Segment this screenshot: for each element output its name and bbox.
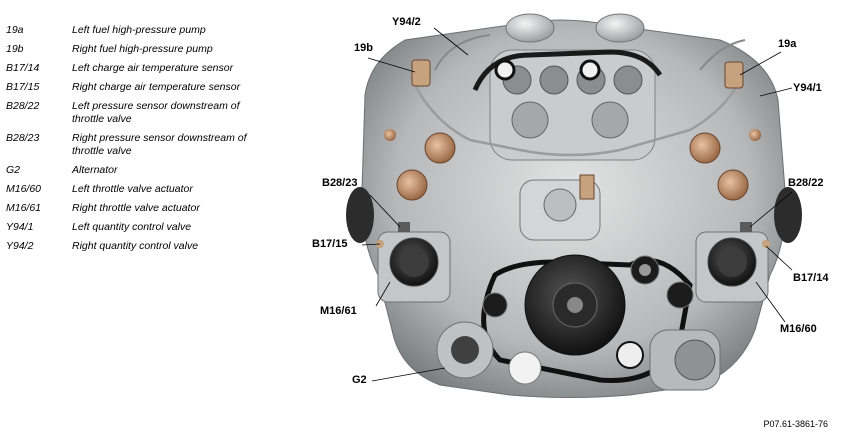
legend-desc: Left throttle valve actuator: [72, 183, 193, 195]
legend-desc: Left charge air temperature sensor: [72, 62, 234, 74]
legend-desc: Left quantity control valve: [72, 221, 192, 233]
callout-g2: G2: [352, 374, 367, 386]
callout-b17-14: B17/14: [793, 272, 829, 284]
legend-code: Y94/1: [6, 221, 34, 233]
callout-y94-2: Y94/2: [392, 16, 421, 28]
legend-desc: Right fuel high-pressure pump: [72, 43, 213, 55]
legend-row: Y94/2 Right quantity control valve: [6, 240, 306, 253]
legend: 19a Left fuel high-pressure pump 19b Rig…: [6, 24, 306, 259]
legend-row: B17/15 Right charge air temperature sens…: [6, 81, 306, 94]
legend-row: G2 Alternator: [6, 164, 306, 177]
engine-figure: Y94/2 19b 19a Y94/1 B28/23 B28/22 B17/15…: [300, 0, 846, 439]
legend-desc: Left pressure sensor downstream of throt…: [72, 100, 240, 125]
legend-desc: Alternator: [72, 164, 118, 176]
legend-desc: Left fuel high-pressure pump: [72, 24, 206, 36]
callout-19b: 19b: [354, 42, 373, 54]
callout-b28-23: B28/23: [322, 177, 358, 189]
callout-m16-61: M16/61: [320, 305, 357, 317]
legend-row: B28/23 Right pressure sensor downstream …: [6, 132, 306, 158]
legend-desc: Right charge air temperature sensor: [72, 81, 241, 93]
figure-reference: P07.61-3861-76: [763, 419, 828, 429]
legend-code: B28/23: [6, 132, 40, 144]
callout-y94-1: Y94/1: [793, 82, 822, 94]
legend-row: B28/22 Left pressure sensor downstream o…: [6, 100, 306, 126]
legend-desc: Right throttle valve actuator: [72, 202, 200, 214]
legend-row: M16/60 Left throttle valve actuator: [6, 183, 306, 196]
callout-m16-60: M16/60: [780, 323, 817, 335]
callout-b17-15: B17/15: [312, 238, 348, 250]
legend-row: M16/61 Right throttle valve actuator: [6, 202, 306, 215]
legend-code: B17/15: [6, 81, 40, 93]
legend-code: B28/22: [6, 100, 40, 112]
legend-code: Y94/2: [6, 240, 34, 252]
legend-code: M16/61: [6, 202, 42, 214]
legend-code: 19a: [6, 24, 24, 36]
legend-code: 19b: [6, 43, 24, 55]
engine-illustration: [346, 13, 802, 398]
legend-desc: Right pressure sensor downstream of thro…: [72, 132, 247, 157]
legend-desc: Right quantity control valve: [72, 240, 199, 252]
callout-19a: 19a: [778, 38, 797, 50]
legend-row: Y94/1 Left quantity control valve: [6, 221, 306, 234]
legend-row: 19a Left fuel high-pressure pump: [6, 24, 306, 37]
legend-row: 19b Right fuel high-pressure pump: [6, 43, 306, 56]
legend-row: B17/14 Left charge air temperature senso…: [6, 62, 306, 75]
legend-code: M16/60: [6, 183, 42, 195]
legend-code: G2: [6, 164, 21, 176]
callout-b28-22: B28/22: [788, 177, 824, 189]
legend-code: B17/14: [6, 62, 40, 74]
